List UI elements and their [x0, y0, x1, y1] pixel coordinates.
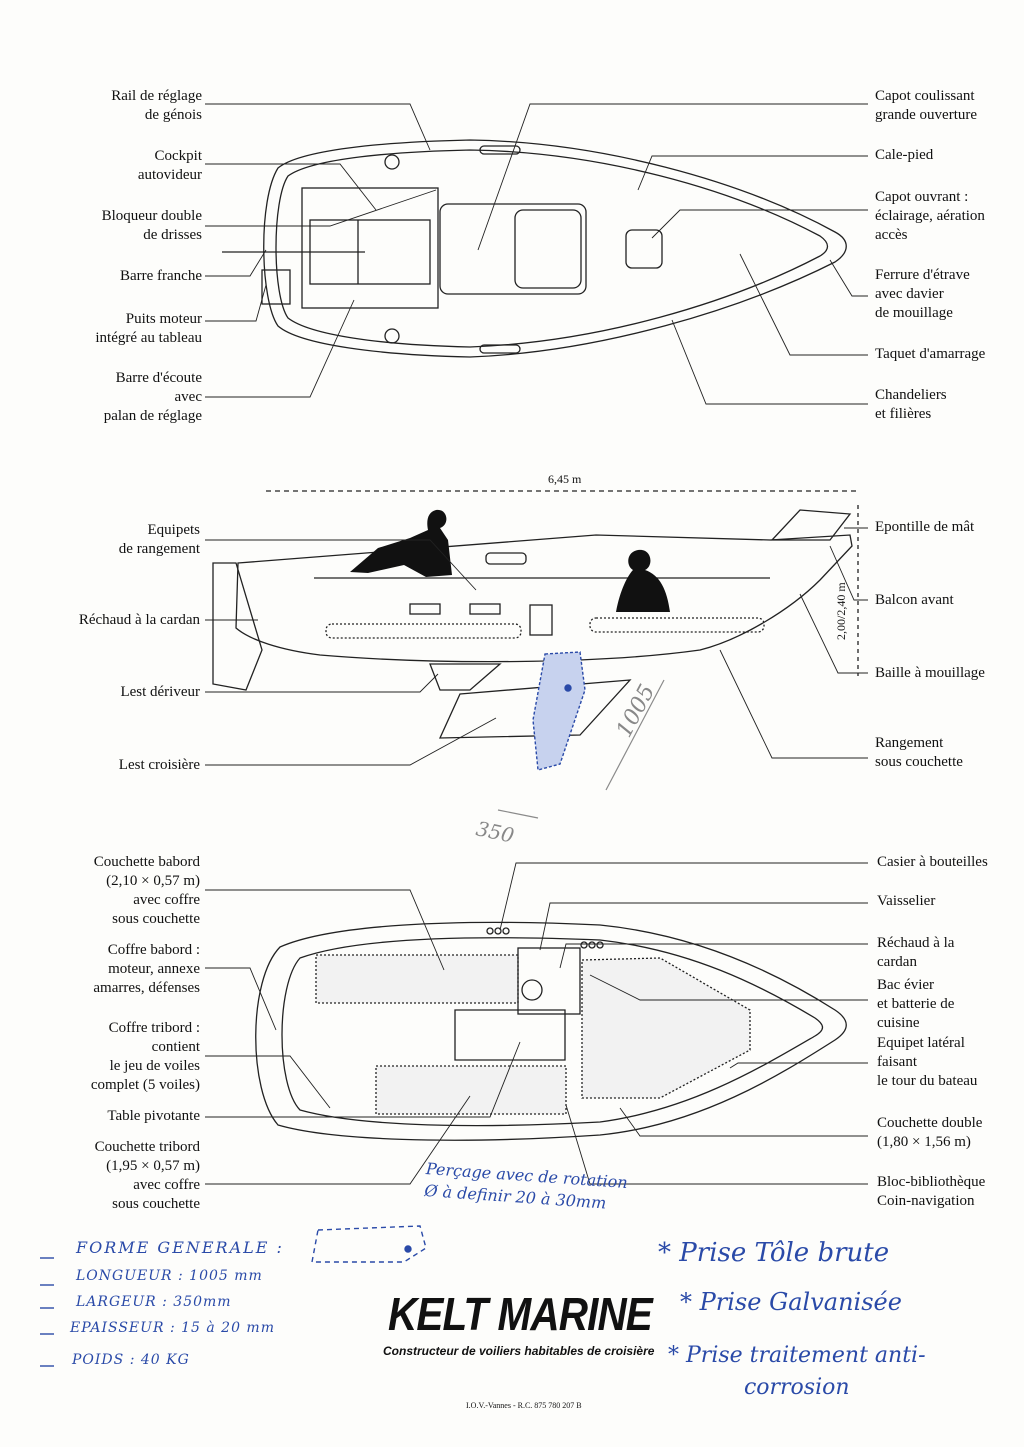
handwritten-note-tole: * Prise Tôle brute [658, 1238, 890, 1268]
label-rechaud: Réchaud à la cardan [877, 935, 955, 970]
label-rail-genois: Rail de réglage de génois [111, 88, 202, 123]
label-lest-deriveur: Lest dériveur [120, 684, 200, 700]
label-equipet-lateral: Equipet latéral faisant le tour du batea… [877, 1035, 978, 1089]
label-baille: Baille à mouillage [875, 665, 985, 681]
label-coffre-tribord: Coffre tribord : contient le jeu de voil… [90, 1020, 200, 1093]
label-capot-coulissant: Capot coulissant grande ouverture [875, 88, 978, 123]
label-barre-franche: Barre franche [119, 268, 202, 284]
label-bac-evier: Bac évier et batterie de cuisine [877, 977, 955, 1031]
label-capot-ouvrant: Capot ouvrant : éclairage, aération accè… [875, 189, 985, 243]
top-view-hull [222, 139, 847, 358]
label-equipets: Equipets de rangement [118, 522, 200, 557]
label-vaisselier: Vaisselier [877, 893, 936, 909]
kelt-marine-logo: KELT MARINE [388, 1288, 653, 1340]
registry-text: I.O.V.-Vannes - R.C. 875 780 207 B [466, 1401, 582, 1410]
label-taquet: Taquet d'amarrage [875, 346, 986, 362]
handwritten-drawing [40, 651, 586, 1367]
label-bloc-bibliotheque: Bloc-bibliothèque Coin-navigation [877, 1174, 986, 1209]
side-view-hull [212, 490, 859, 739]
plan-view-hull [255, 921, 847, 1141]
leader-lines [205, 103, 868, 1185]
label-cockpit: Cockpit autovideur [137, 148, 202, 183]
label-chandeliers: Chandeliers et filières [875, 387, 947, 422]
label-couchette-babord: Couchette babord (2,10 × 0,57 m) avec co… [93, 854, 200, 927]
label-coffre-babord: Coffre babord : moteur, annexe amarres, … [93, 942, 200, 996]
handwritten-note-traitement: * Prise traitement anti- corrosion [668, 1343, 926, 1400]
handwritten-forme: FORME GENERALE : [76, 1238, 284, 1257]
handwritten-note-galva: * Prise Galvanisée [680, 1288, 902, 1316]
label-barre-ecoute: Barre d'écoute avec palan de réglage [103, 370, 202, 424]
label-casier: Casier à bouteilles [877, 854, 988, 870]
label-cale-pied: Cale-pied [875, 147, 934, 163]
label-lest-croisiere: Lest croisière [118, 757, 200, 773]
label-rechaud-cardan: Réchaud à la cardan [78, 612, 200, 628]
label-table-pivotante: Table pivotante [107, 1108, 200, 1124]
label-couchette-tribord: Couchette tribord (1,95 × 0,57 m) avec c… [94, 1139, 200, 1212]
brand-tagline: Constructeur de voiliers habitables de c… [383, 1344, 655, 1358]
dimension-length: 6,45 m [548, 472, 582, 486]
label-ferrure-etrave: Ferrure d'étrave avec davier de mouillag… [875, 267, 970, 321]
handwritten-largeur: LARGEUR : 350mm [76, 1294, 232, 1310]
dimension-height: 2,00/2,40 m [834, 582, 848, 640]
label-balcon-avant: Balcon avant [875, 592, 954, 608]
label-puits-moteur: Puits moteur intégré au tableau [95, 311, 202, 346]
handwritten-longueur: LONGUEUR : 1005 mm [76, 1268, 263, 1284]
handwritten-epaisseur: EPAISSEUR : 15 à 20 mm [70, 1320, 275, 1336]
label-rangement: Rangement sous couchette [875, 735, 963, 770]
label-epontille: Epontille de mât [875, 519, 975, 535]
pencil-dimensions [497, 679, 665, 819]
label-bloqueur: Bloqueur double de drisses [101, 208, 202, 243]
handwritten-poids: POIDS : 40 KG [72, 1352, 190, 1368]
label-couchette-double: Couchette double (1,80 × 1,56 m) [877, 1115, 983, 1150]
